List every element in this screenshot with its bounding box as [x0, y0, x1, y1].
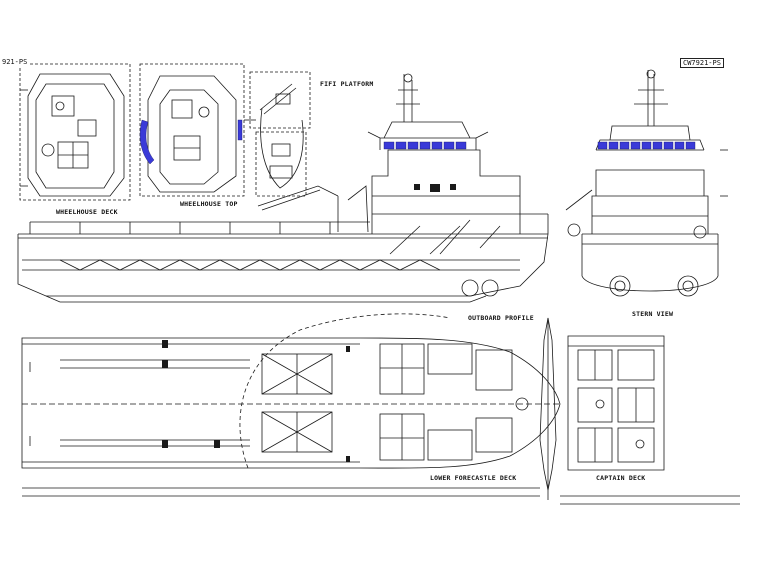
- deck-markers: [162, 340, 350, 462]
- wheelhouse-deck-plan: [19, 63, 131, 201]
- lower-deck-plan: [21, 313, 561, 469]
- outboard-profile-title: OUTBOARD PROFILE: [468, 314, 534, 322]
- drawing-ref-right: CW7921-PS: [680, 58, 724, 68]
- captain-deck-plan: [567, 335, 665, 471]
- stern-view-title: STERN VIEW: [632, 310, 674, 318]
- bridge-windows-blue: [139, 119, 696, 165]
- bow-section: [539, 317, 557, 500]
- wheelhouse-top-plan: [139, 63, 245, 197]
- profile-portholes: [414, 184, 456, 192]
- fifi-platform-title: FIFI PLATFORM: [320, 80, 374, 88]
- wheelhouse-top-title: WHEELHOUSE TOP: [180, 200, 238, 208]
- wheelhouse-deck-title: WHEELHOUSE DECK: [56, 208, 118, 216]
- captain-deck-title: CAPTAIN DECK: [596, 474, 646, 482]
- fifi-platform-plan: [244, 71, 311, 197]
- stern-view: [565, 69, 728, 297]
- lower-forecastle-deck-title: LOWER FORECASTLE DECK: [430, 474, 517, 482]
- drawing-ref-left: 921-PS: [0, 58, 30, 66]
- outboard-profile-hull: [17, 73, 549, 303]
- bottom-partial-views: [22, 487, 740, 505]
